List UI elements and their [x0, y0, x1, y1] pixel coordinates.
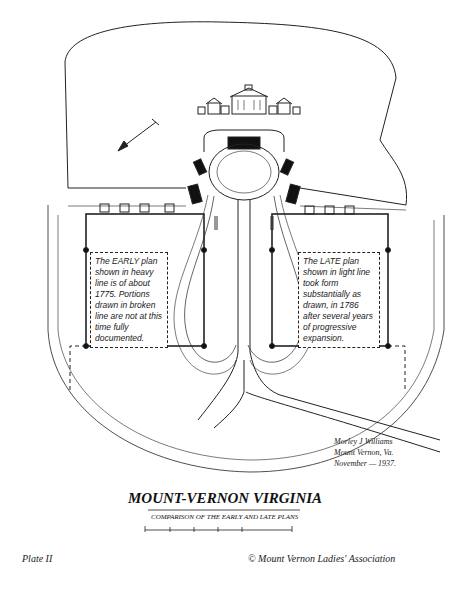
dependencies — [188, 159, 300, 204]
signature: November — 1937. — [334, 459, 396, 468]
garden-posts — [84, 248, 391, 349]
forecourt — [204, 130, 284, 152]
mansion-footprint — [228, 137, 260, 149]
outer-boundary — [48, 205, 444, 472]
outbuildings — [100, 204, 354, 214]
central-walk — [238, 200, 250, 352]
scale-bar — [145, 526, 292, 532]
roads — [198, 352, 440, 452]
signature: Morley J Williams — [334, 437, 393, 446]
plate-number: Plate II — [22, 553, 52, 564]
upper-boundary — [65, 22, 407, 205]
note-box: The LATE plan shown in light line took f… — [298, 252, 380, 348]
signature: Mount Vernon, Va. — [334, 448, 394, 457]
title-rule — [148, 510, 300, 511]
circle-drive — [209, 144, 279, 200]
note-text: The LATE plan shown in light line took f… — [303, 256, 375, 344]
arrow-head — [118, 141, 128, 151]
plate-title: MOUNT-VERNON VIRGINIA — [128, 490, 322, 507]
arrow-tick — [152, 119, 159, 125]
wall — [68, 188, 406, 205]
bowling-green — [185, 196, 304, 362]
copyright-notice: © Mount Vernon Ladies' Association — [248, 553, 395, 564]
note-box: The EARLY plan shown in heavy line is of… — [90, 252, 168, 348]
mansion-elevation — [198, 85, 300, 114]
plate-subtitle: COMPARISON OF THE EARLY AND LATE PLANS — [151, 513, 298, 521]
note-text: The EARLY plan shown in heavy line is of… — [95, 256, 163, 344]
